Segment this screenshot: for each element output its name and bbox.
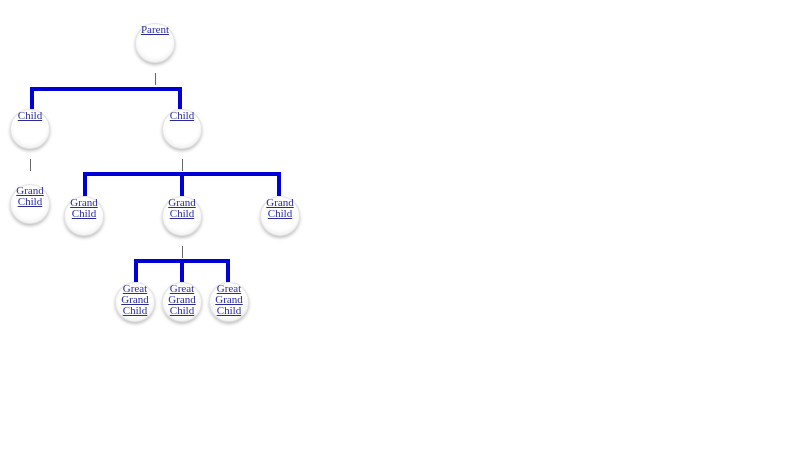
node-link[interactable]: Parent: [140, 24, 170, 36]
connector-line: [180, 172, 184, 196]
connector-line: [180, 259, 184, 282]
connector-tick: [182, 246, 183, 258]
connector-line: [30, 87, 182, 91]
connector-line: [277, 172, 281, 196]
connector-line: [178, 87, 182, 109]
connector-tick: [155, 73, 156, 85]
connector-tick: [30, 159, 31, 171]
connector-line: [226, 259, 230, 282]
node-link[interactable]: Child: [17, 110, 43, 122]
node-child: Child: [162, 109, 202, 149]
connector-line: [134, 259, 138, 282]
connector-tick: [182, 159, 183, 171]
connector-line: [83, 172, 87, 196]
node-parent: Parent: [135, 23, 175, 63]
connector-line: [30, 87, 34, 109]
node-child: Child: [10, 109, 50, 149]
node-link[interactable]: Child: [169, 110, 195, 122]
